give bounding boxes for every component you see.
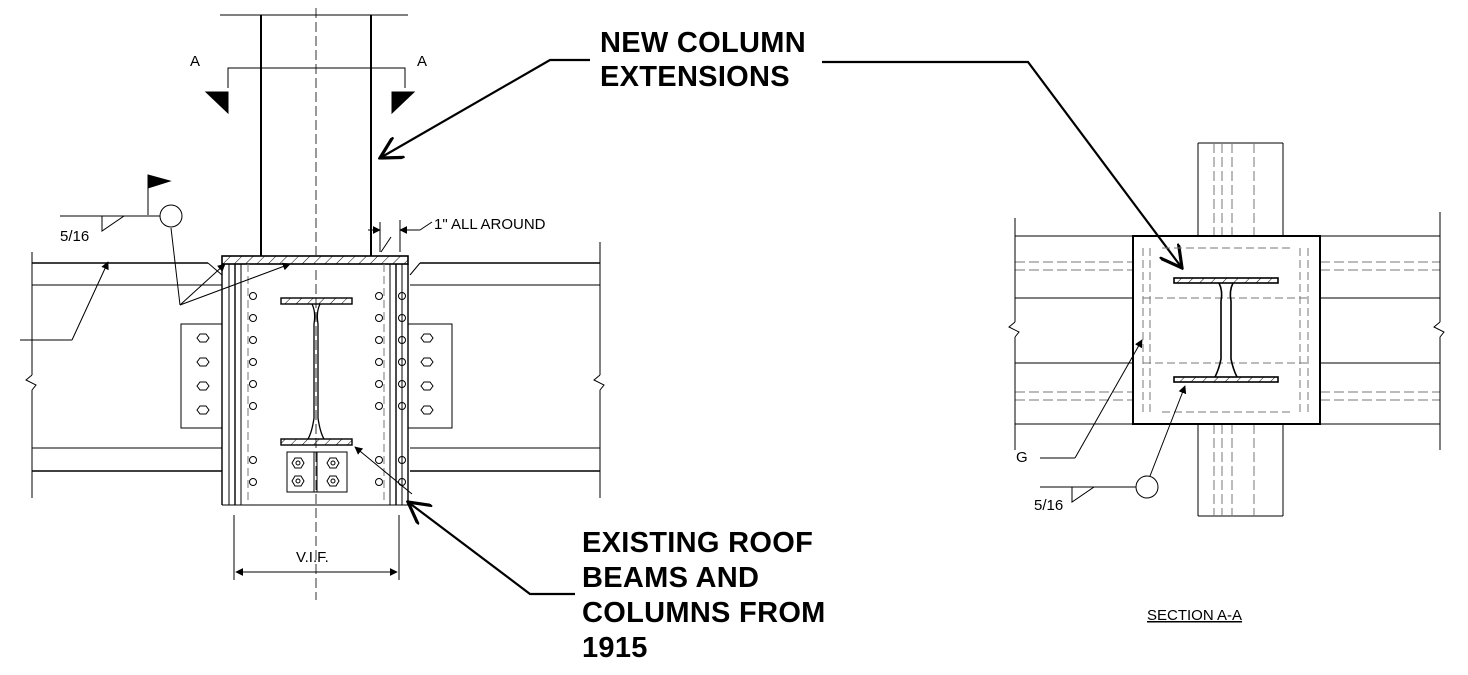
shear-tab-left bbox=[180, 323, 223, 429]
weld-size-left: 5/16 bbox=[60, 228, 89, 245]
partial-text: G bbox=[1016, 449, 1028, 466]
column-rivets bbox=[249, 292, 406, 486]
shear-tab-right bbox=[407, 323, 453, 429]
weld-size-right: 5/16 bbox=[1034, 497, 1063, 514]
section-a-a-detail bbox=[1008, 142, 1445, 517]
new-column-extensions-callout: NEW COLUMN EXTENSIONS bbox=[600, 27, 806, 93]
vif-dimension bbox=[233, 515, 400, 580]
new-column-extension bbox=[260, 15, 372, 256]
base-plate bbox=[221, 255, 409, 265]
clip-angle bbox=[286, 451, 348, 493]
section-cut-line bbox=[204, 67, 416, 115]
existing-beam-right bbox=[409, 242, 605, 498]
elevation-detail bbox=[20, 8, 605, 600]
section-title: SECTION A-A bbox=[1147, 607, 1242, 624]
column-i-section bbox=[1173, 277, 1279, 383]
weld-symbol-left bbox=[60, 174, 291, 306]
weld-symbol-right bbox=[1040, 385, 1187, 503]
existing-beam-left bbox=[25, 252, 223, 498]
beam-i-section bbox=[280, 297, 353, 446]
base-plate-section bbox=[1132, 235, 1321, 425]
all-around-label: 1" ALL AROUND bbox=[434, 216, 546, 233]
section-mark-right: A bbox=[417, 53, 427, 70]
vif-label: V.I.F. bbox=[296, 549, 329, 566]
section-mark-left: A bbox=[190, 53, 200, 70]
existing-column bbox=[221, 264, 409, 506]
all-around-dim bbox=[368, 220, 433, 253]
existing-beams-callout: EXISTING ROOF BEAMS AND COLUMNS FROM 191… bbox=[582, 527, 826, 664]
callout-leaders bbox=[380, 58, 1182, 596]
